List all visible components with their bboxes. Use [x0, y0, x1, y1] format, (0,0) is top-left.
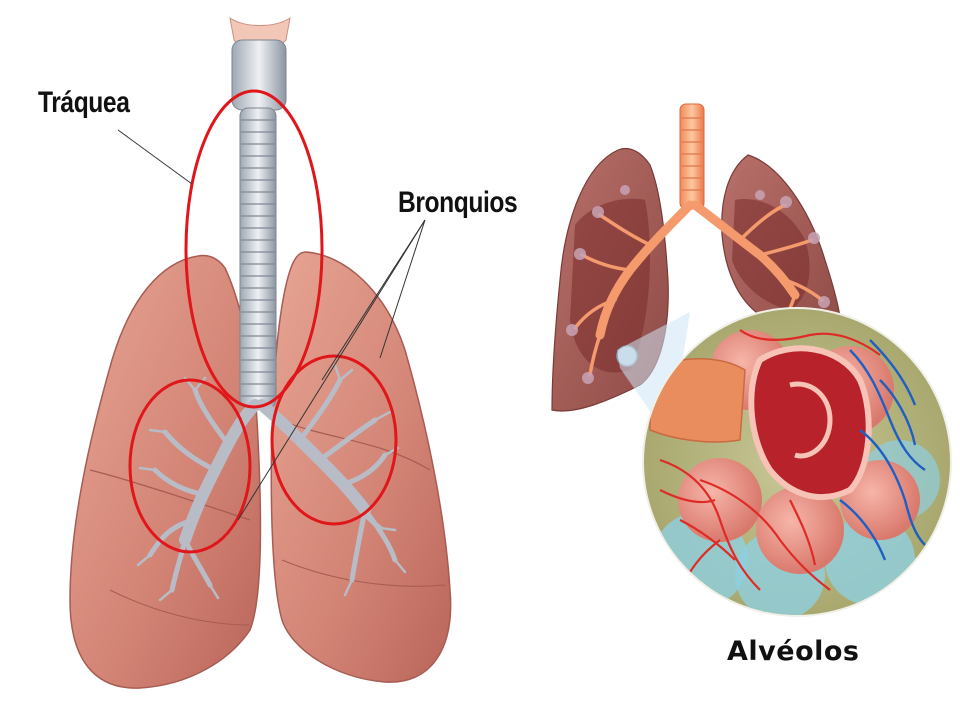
bronchial-tree [136, 363, 407, 602]
bronchi-label: Bronquios [398, 186, 518, 219]
alveoli-magnified [642, 307, 952, 617]
highlight-ellipses [128, 89, 398, 554]
alveoli-label: Alvéolos [727, 636, 860, 667]
pointer-lines [117, 129, 426, 521]
right-lung [270, 251, 452, 683]
left-bronchi-highlight [128, 378, 252, 554]
left-lung [69, 254, 262, 689]
right-bronchi-highlight [270, 354, 398, 526]
trachea [229, 16, 291, 409]
trachea-label: Tráquea [38, 86, 130, 119]
trachea-highlight [184, 89, 324, 409]
